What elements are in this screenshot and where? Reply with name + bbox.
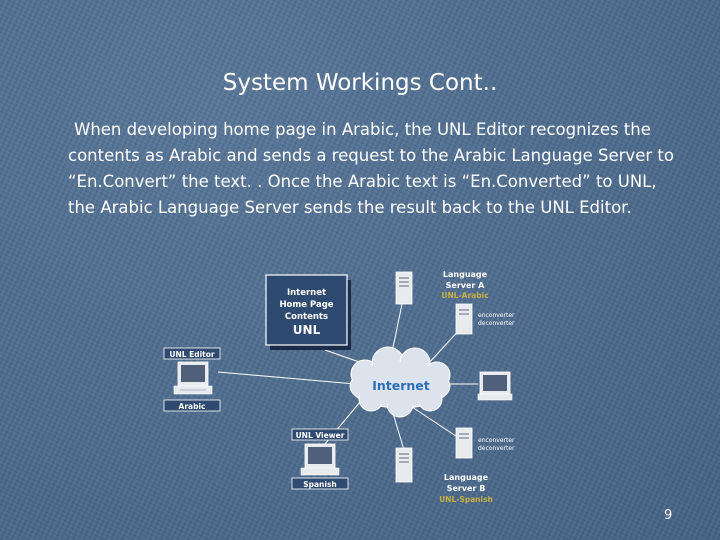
cloud-icon: Internet bbox=[350, 347, 450, 417]
server-a-deconverter: deconverter bbox=[478, 320, 515, 327]
monitor-icon bbox=[301, 444, 339, 475]
computer-icon bbox=[478, 372, 512, 400]
unl-editor-group: UNL Editor Arabic bbox=[164, 348, 220, 411]
server-b-sub: UNL-Spanish bbox=[439, 495, 493, 504]
slide-title: System Workings Cont.. bbox=[0, 70, 720, 96]
language-server-a: Language Server A UNL-Arabic enconverter… bbox=[396, 270, 515, 334]
content-box-line-2: Home Page bbox=[279, 300, 333, 310]
line-viewer bbox=[320, 402, 360, 450]
content-box-line-3: Contents bbox=[285, 312, 328, 322]
monitor-icon bbox=[174, 362, 212, 394]
server-b-enconverter: enconverter bbox=[478, 437, 515, 444]
unl-editor-label: UNL Editor bbox=[169, 350, 215, 359]
server-icon bbox=[396, 272, 412, 304]
server-a-sub: UNL-Arabic bbox=[441, 291, 488, 300]
content-box: Internet Home Page Contents UNL bbox=[266, 275, 351, 350]
network-diagram: Internet Home Page Contents UNL Internet bbox=[160, 262, 540, 512]
content-box-line-1: Internet bbox=[287, 288, 326, 298]
server-icon bbox=[456, 304, 472, 334]
server-a-enconverter: enconverter bbox=[478, 312, 515, 319]
line-server-b-top bbox=[412, 407, 462, 440]
unl-viewer-label: UNL Viewer bbox=[296, 431, 345, 440]
page-number: 9 bbox=[664, 508, 672, 523]
body-text: When developing home page in Arabic, the… bbox=[68, 117, 680, 221]
unl-editor-sub: Arabic bbox=[179, 402, 206, 411]
cloud-label: Internet bbox=[372, 378, 430, 393]
server-icon bbox=[456, 428, 472, 458]
server-b-deconverter: deconverter bbox=[478, 445, 515, 452]
server-a-line-1: Language bbox=[443, 270, 488, 279]
server-icon bbox=[396, 448, 412, 482]
unl-viewer-group: UNL Viewer Spanish bbox=[292, 429, 348, 489]
server-b-line-2: Server B bbox=[447, 484, 486, 493]
server-b-line-1: Language bbox=[444, 473, 489, 482]
line-editor bbox=[218, 372, 355, 384]
language-server-b: enconverter deconverter Language Server … bbox=[396, 428, 515, 504]
server-a-line-2: Server A bbox=[446, 281, 486, 290]
content-box-line-4: UNL bbox=[293, 323, 321, 337]
unl-viewer-sub: Spanish bbox=[303, 480, 337, 489]
